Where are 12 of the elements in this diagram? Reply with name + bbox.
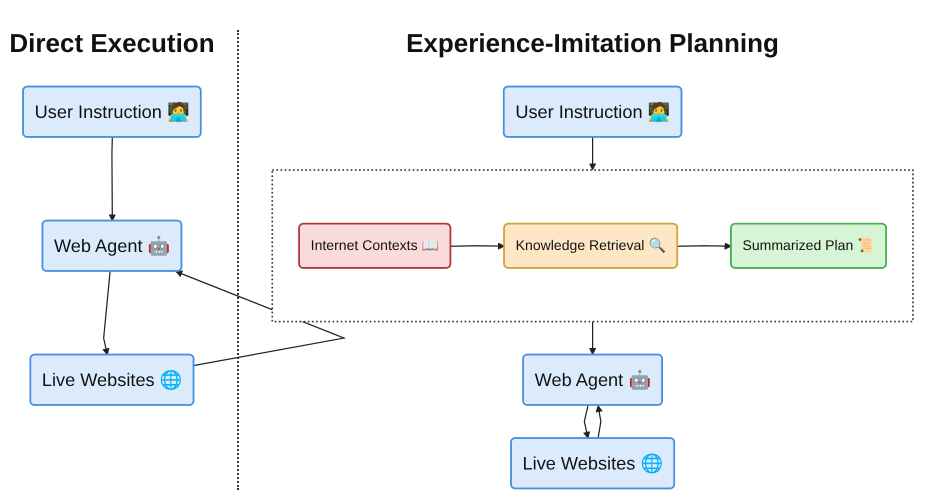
arrow <box>588 322 596 355</box>
arrow <box>596 405 603 439</box>
arrow <box>678 242 732 250</box>
arrow <box>108 137 116 222</box>
arrow <box>583 405 590 439</box>
panel-heading: Direct Execution <box>9 28 215 59</box>
cluster <box>271 169 914 322</box>
arrow <box>450 242 505 250</box>
arrow <box>102 271 111 356</box>
panel-heading: Experience-Imitation Planning <box>406 28 779 59</box>
arrow <box>588 136 596 170</box>
arrow <box>175 270 346 366</box>
